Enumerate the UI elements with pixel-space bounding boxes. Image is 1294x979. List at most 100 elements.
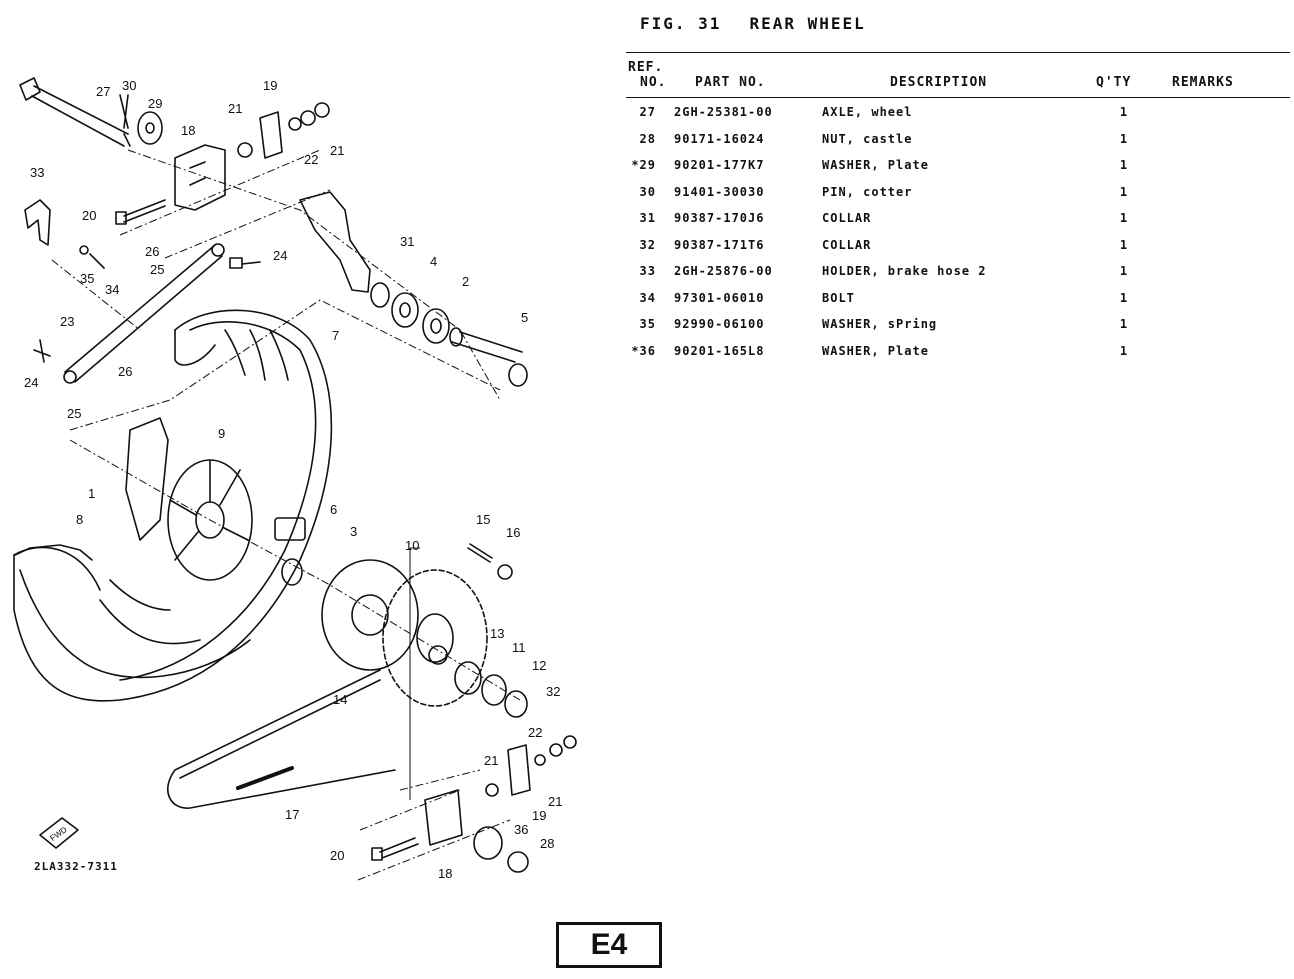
table-row: 27 2GH-25381-00 AXLE, wheel 1 bbox=[626, 105, 1286, 125]
description-cell: NUT, castle bbox=[822, 131, 913, 146]
callout-number: 4 bbox=[430, 254, 437, 269]
callout-number: 24 bbox=[24, 375, 38, 390]
description-cell: HOLDER, brake hose 2 bbox=[822, 264, 987, 278]
callout-number: 25 bbox=[67, 406, 81, 421]
ref-cell: *36 bbox=[631, 343, 656, 358]
header-rule bbox=[626, 97, 1290, 98]
callout-number: 1 bbox=[88, 486, 95, 501]
callout-number: 18 bbox=[438, 866, 452, 881]
callout-number: 21 bbox=[330, 143, 344, 158]
callout-number: 21 bbox=[484, 753, 498, 768]
callout-number: 33 bbox=[30, 165, 44, 180]
callout-number: 27 bbox=[96, 84, 110, 99]
part-no-cell: 91401-30030 bbox=[674, 184, 765, 199]
ref-cell: 28 bbox=[639, 131, 656, 146]
callout-number: 35 bbox=[80, 271, 94, 286]
callout-number: 34 bbox=[105, 282, 119, 297]
qty-cell: 1 bbox=[1119, 264, 1129, 278]
callout-number: 30 bbox=[122, 78, 136, 93]
part-no-cell: 90387-170J6 bbox=[674, 211, 765, 225]
description-cell: COLLAR bbox=[822, 237, 872, 252]
callout-number: 2 bbox=[462, 274, 469, 289]
part-no-cell: 2GH-25876-00 bbox=[674, 264, 773, 278]
callout-number: 14 bbox=[333, 692, 347, 707]
description-cell: WASHER, sPring bbox=[822, 317, 938, 331]
qty-cell: 1 bbox=[1119, 158, 1129, 172]
table-row: 33 2GH-25876-00 HOLDER, brake hose 2 1 bbox=[626, 264, 1286, 284]
description-cell: COLLAR bbox=[822, 211, 872, 225]
header-ref-line1: REF. bbox=[628, 60, 664, 75]
table-row: 30 91401-30030 PIN, cotter 1 bbox=[626, 185, 1286, 205]
ref-cell: 30 bbox=[639, 184, 656, 199]
ref-cell: 34 bbox=[639, 290, 656, 305]
description-cell: WASHER, Plate bbox=[822, 343, 929, 358]
figure-title: REAR WHEEL bbox=[749, 14, 866, 33]
callout-number: 11 bbox=[512, 640, 526, 655]
callout-number: 21 bbox=[548, 794, 562, 809]
description-cell: WASHER, Plate bbox=[822, 158, 929, 172]
callout-number: 12 bbox=[532, 658, 546, 673]
header-ref-line2: NO. bbox=[640, 75, 667, 90]
ref-cell: 35 bbox=[639, 317, 656, 331]
callout-number: 17 bbox=[285, 807, 299, 822]
description-cell: AXLE, wheel bbox=[822, 105, 913, 119]
page-label: E4 bbox=[556, 922, 662, 968]
description-cell: PIN, cotter bbox=[822, 184, 913, 199]
qty-cell: 1 bbox=[1119, 290, 1129, 305]
callout-number: 25 bbox=[150, 262, 164, 277]
header-description: DESCRIPTION bbox=[890, 75, 988, 90]
qty-cell: 1 bbox=[1119, 105, 1129, 119]
callout-number: 7 bbox=[332, 328, 339, 343]
part-no-cell: 90201-177K7 bbox=[674, 158, 765, 172]
qty-cell: 1 bbox=[1119, 184, 1129, 199]
header-part-no: PART NO. bbox=[695, 75, 766, 90]
callout-number: 13 bbox=[490, 626, 504, 641]
callout-number: 18 bbox=[181, 123, 195, 138]
callout-number: 31 bbox=[400, 234, 414, 249]
table-row: *36 90201-165L8 WASHER, Plate 1 bbox=[626, 344, 1286, 364]
callout-number: 26 bbox=[118, 364, 132, 379]
top-rule bbox=[626, 52, 1290, 53]
callout-number: 20 bbox=[82, 208, 96, 223]
table-row: 31 90387-170J6 COLLAR 1 bbox=[626, 211, 1286, 231]
part-no-cell: 2GH-25381-00 bbox=[674, 105, 773, 119]
table-row: 34 97301-06010 BOLT 1 bbox=[626, 291, 1286, 311]
ref-cell: 27 bbox=[639, 105, 656, 119]
header-remarks: REMARKS bbox=[1172, 75, 1234, 90]
callout-number: 5 bbox=[521, 310, 528, 325]
diagram-code: 2LA332-7311 bbox=[34, 860, 118, 873]
header-qty: Q'TY bbox=[1096, 75, 1132, 90]
callout-number: 22 bbox=[304, 152, 318, 167]
callout-number: 21 bbox=[228, 101, 242, 116]
qty-cell: 1 bbox=[1119, 131, 1129, 146]
callout-number: 10 bbox=[405, 538, 419, 553]
callout-number: 26 bbox=[145, 244, 159, 259]
callout-number: 24 bbox=[273, 248, 287, 263]
callout-number: 19 bbox=[532, 808, 546, 823]
callout-number: 15 bbox=[476, 512, 490, 527]
part-no-cell: 97301-06010 bbox=[674, 290, 765, 305]
callout-number: 32 bbox=[546, 684, 560, 699]
qty-cell: 1 bbox=[1119, 211, 1129, 225]
callout-number: 3 bbox=[350, 524, 357, 539]
qty-cell: 1 bbox=[1119, 343, 1129, 358]
ref-cell: 33 bbox=[639, 264, 656, 278]
qty-cell: 1 bbox=[1119, 317, 1129, 331]
ref-cell: 31 bbox=[639, 211, 656, 225]
part-no-cell: 92990-06100 bbox=[674, 317, 765, 331]
part-no-cell: 90201-165L8 bbox=[674, 343, 765, 358]
ref-cell: 32 bbox=[639, 237, 656, 252]
callout-number: 8 bbox=[76, 512, 83, 527]
callout-number: 36 bbox=[514, 822, 528, 837]
callout-number: 16 bbox=[506, 525, 520, 540]
callout-number: 29 bbox=[148, 96, 162, 111]
description-cell: BOLT bbox=[822, 290, 855, 305]
table-row: 35 92990-06100 WASHER, sPring 1 bbox=[626, 317, 1286, 337]
callout-number: 28 bbox=[540, 836, 554, 851]
